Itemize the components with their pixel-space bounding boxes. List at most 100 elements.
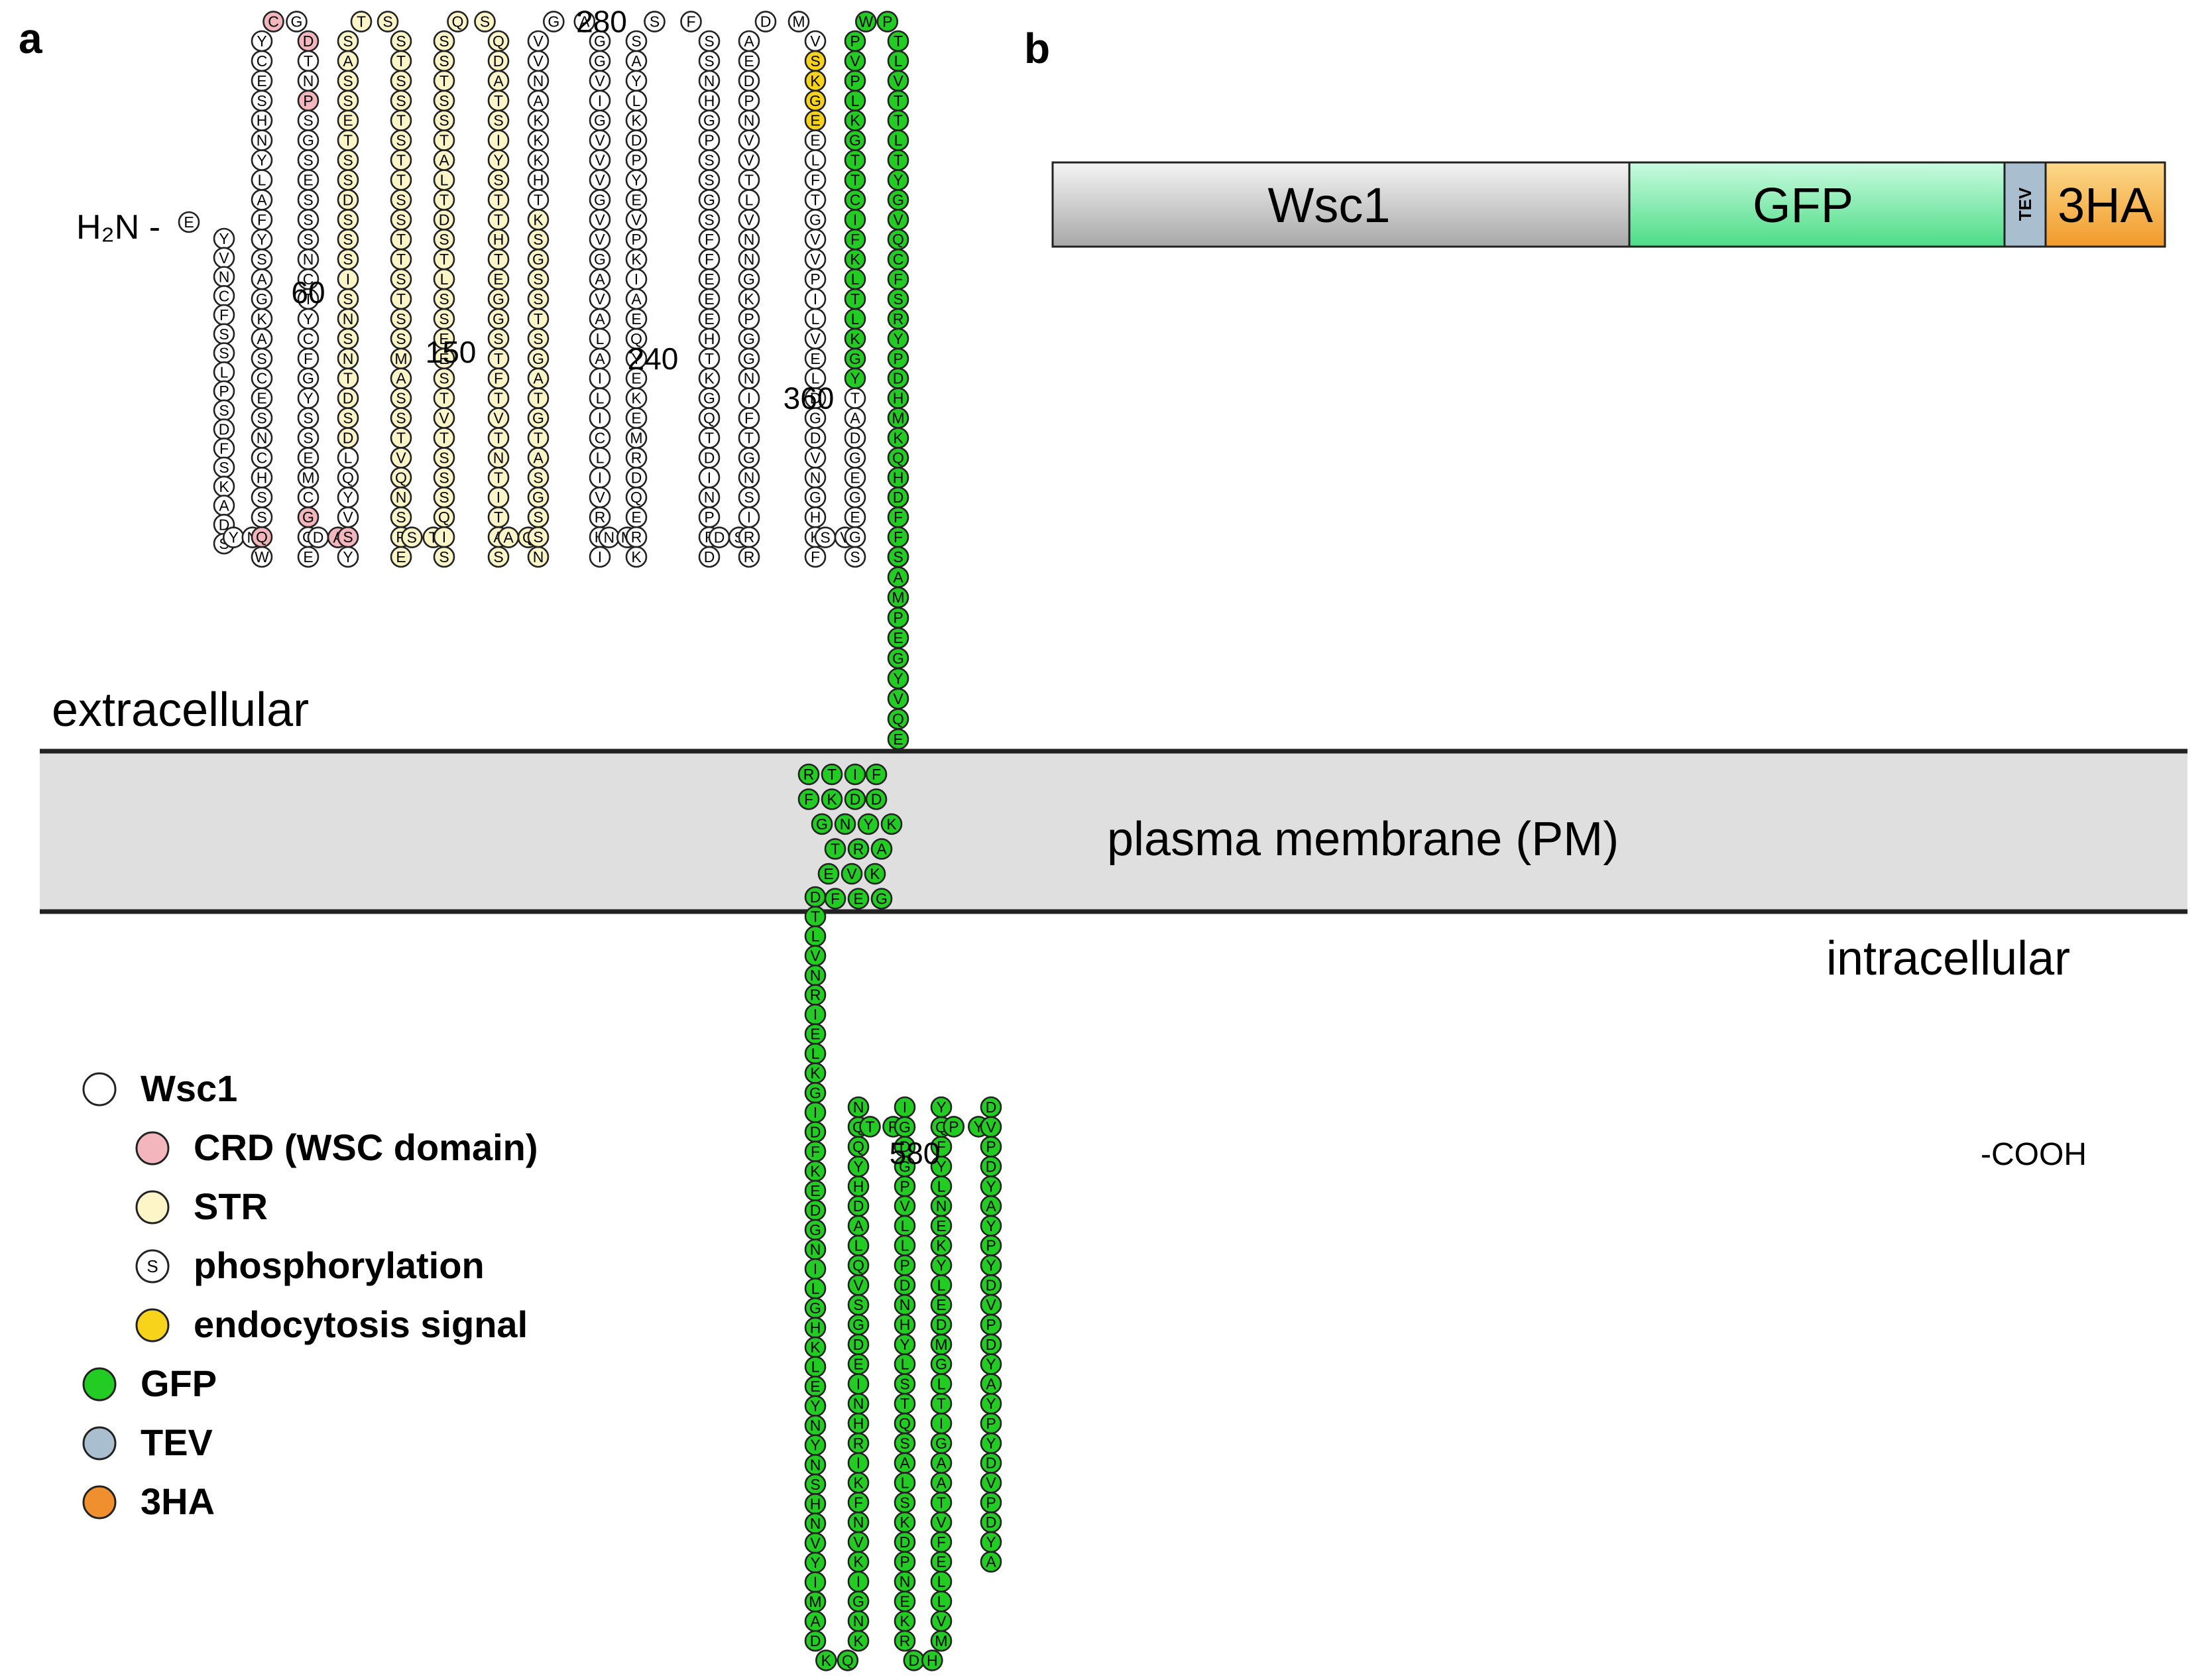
residue: S [377, 11, 399, 32]
residue-letter: E [257, 390, 266, 407]
residue-letter: L [440, 172, 449, 189]
residue-letter: G [302, 370, 314, 387]
residue-letter: Y [863, 815, 873, 833]
residue: A [980, 1551, 1002, 1573]
residue: F [487, 367, 510, 390]
residue-letter: R [631, 449, 642, 466]
residue-letter: T [494, 509, 503, 526]
residue: Y [625, 169, 648, 191]
residue: V [487, 407, 510, 429]
residue-letter: D [853, 1336, 864, 1353]
residue-letter: S [219, 459, 229, 476]
residue-letter: L [937, 1177, 946, 1195]
residue-circle [847, 888, 870, 910]
residue-letter: Q [256, 528, 268, 546]
residue: Y [930, 1156, 953, 1177]
residue-letter: T [396, 430, 406, 447]
residue: V [980, 1293, 1002, 1316]
residue-letter: N [257, 132, 268, 149]
residue: A [870, 838, 893, 860]
residue: E [487, 268, 510, 290]
residue-letter: G [594, 32, 606, 50]
residue: K [804, 70, 827, 92]
residue-letter: Y [986, 1356, 996, 1373]
residue-letter: Q [630, 489, 642, 506]
residue: D [865, 788, 888, 810]
residue-letter: T [534, 430, 543, 447]
residue-letter: F [831, 890, 840, 908]
residue-letter: Y [986, 1177, 996, 1195]
residue: A [625, 288, 648, 310]
residue-letter: L [901, 1356, 909, 1373]
residue: N [251, 427, 273, 449]
residue-letter: G [852, 1316, 864, 1333]
residue: T [433, 189, 455, 211]
construct-tev-label: TEV [2015, 187, 2035, 221]
residue-letter: S [343, 251, 353, 268]
residue-letter: T [937, 1494, 946, 1511]
residue-letter: L [220, 363, 229, 381]
residue-circle [680, 11, 702, 32]
residue-letter: S [853, 1296, 863, 1313]
residue: K [527, 149, 550, 171]
residue: G [887, 189, 909, 211]
residue: I [804, 1571, 827, 1593]
residue: Q [698, 407, 721, 429]
residue-letter: C [595, 430, 606, 447]
residue-letter: D [853, 1197, 864, 1215]
residue: Q [625, 328, 648, 350]
residue-letter: V [343, 509, 353, 526]
residue: Y [930, 1096, 953, 1118]
residue: G [804, 1297, 827, 1319]
residue-letter: L [937, 1276, 946, 1293]
residue-letter: S [303, 410, 313, 427]
residue-letter: G [899, 1158, 911, 1175]
residue: D [708, 526, 730, 548]
residue: E [625, 367, 648, 390]
residue-letter: A [853, 1217, 864, 1234]
residue: D [894, 1136, 916, 1158]
residue: K [930, 1234, 953, 1256]
residue-letter: H [257, 469, 268, 486]
residue-letter: S [303, 211, 313, 228]
residue-letter: E [631, 509, 641, 526]
residue: V [738, 129, 760, 151]
residue-letter: L [901, 1217, 909, 1234]
residue-letter: E [631, 191, 641, 208]
residue-letter: Y [257, 32, 266, 50]
residue: F [698, 248, 721, 270]
residue-letter: T [494, 350, 503, 367]
residue: N [598, 526, 620, 548]
residue: I [337, 268, 359, 290]
residue: E [804, 129, 827, 151]
residue: S [698, 149, 721, 171]
residue: M [804, 1590, 827, 1613]
residue-letter: E [631, 410, 641, 427]
residue: H [894, 1313, 916, 1336]
residue: T [844, 387, 866, 409]
residue-letter: H [810, 509, 821, 526]
residue: R [804, 984, 827, 1006]
residue-letter: S [533, 231, 543, 248]
residue: S [698, 169, 721, 191]
residue-letter: Y [631, 350, 641, 367]
residue-letter: S [900, 1494, 909, 1511]
residue-letter: V [853, 1276, 864, 1293]
residue: S [527, 288, 550, 310]
residue: T [738, 427, 760, 449]
residue: N [337, 308, 359, 330]
residue-letter: V [893, 72, 903, 90]
residue: A [527, 90, 550, 112]
residue-letter: D [343, 390, 354, 407]
residue: F [887, 526, 909, 548]
residue-letter: V [850, 52, 860, 70]
residue-letter: S [820, 529, 830, 546]
residue-letter: N [219, 269, 230, 286]
residue-letter: T [439, 390, 449, 407]
residue-circle [377, 11, 399, 32]
residue-letter: C [303, 330, 314, 347]
residue: C [887, 248, 909, 270]
residue-letter: P [986, 1237, 996, 1254]
residue-letter: V [219, 249, 229, 267]
residue: V [804, 248, 827, 270]
